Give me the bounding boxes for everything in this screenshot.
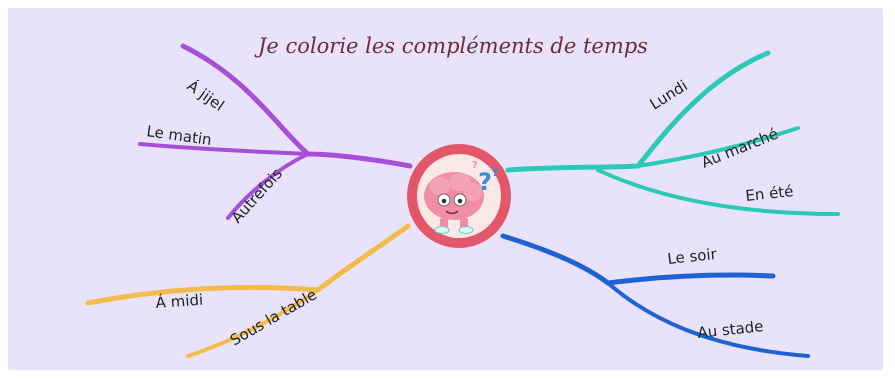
label-a-midi: Á midi [155,290,204,312]
branch-teal-stem-ete [596,168,840,216]
branch-blue-stem-stade [606,281,810,358]
mind-map-diagram: Je colorie les compléments de temps Á ji… [8,8,883,370]
branch-yellow-trunk [85,223,411,306]
svg-text:?: ? [492,166,498,179]
label-le-soir: Le soir [667,245,719,268]
mind-map-canvas: Je colorie les compléments de temps Á ji… [8,8,883,370]
branch-yellow-stem-table [186,288,320,358]
svg-text:?: ? [472,160,478,171]
svg-text:?: ? [478,168,492,196]
branch-purple-stem-matin [138,142,310,156]
branch-purple-trunk [180,43,413,169]
center-node: ? ? ? [407,144,511,248]
diagram-title: Je colorie les compléments de temps [254,34,648,58]
brain-with-question-marks-icon: ? ? ? [424,160,498,234]
branch-purple-stem-autrefois [226,152,310,220]
label-en-ete: En été [745,182,795,205]
branch-teal-stem-marche [636,126,800,168]
